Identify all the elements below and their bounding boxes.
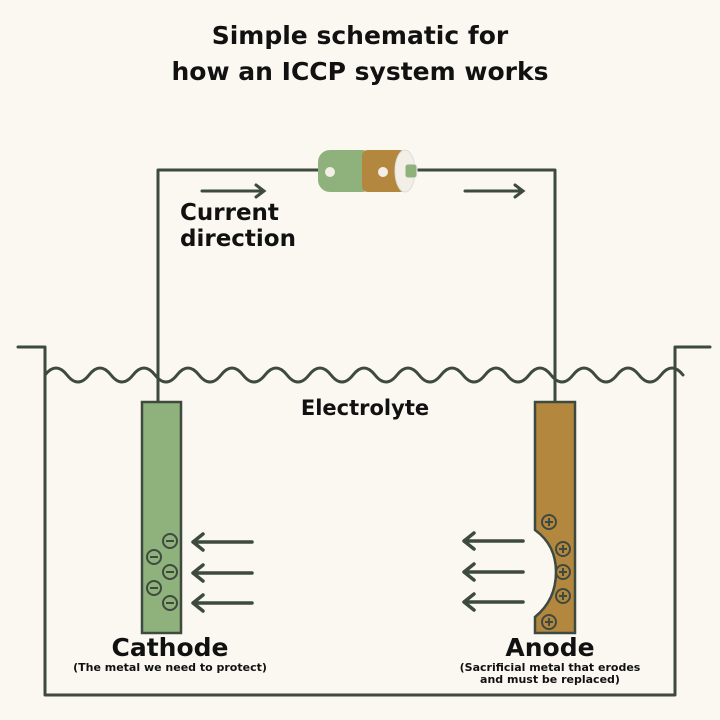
ion-arrow-icon [191, 593, 254, 613]
cathode-title: Cathode [111, 633, 229, 662]
positive-charge-icon [541, 514, 557, 530]
negative-charge-icon [146, 549, 162, 565]
current-label-line-1: Current [180, 200, 279, 226]
electrolyte-surface [43, 366, 685, 384]
anode-label: Anode (Sacrificial metal that erodes and… [430, 634, 670, 686]
negative-charge-icon [162, 595, 178, 611]
ion-arrow-icon [462, 592, 525, 612]
ion-arrow-icon [191, 532, 254, 552]
wire-left [156, 168, 324, 404]
tank [16, 345, 712, 697]
current-label-line-2: direction [180, 226, 296, 252]
title-line-1: Simple schematic for [211, 21, 509, 50]
cathode-plate [140, 400, 183, 635]
anode-note-line-2: and must be replaced) [480, 673, 620, 686]
title-line-2: how an ICCP system works [171, 57, 549, 86]
negative-charge-icon [146, 580, 162, 596]
current-arrow-left [200, 183, 267, 199]
cathode-label: Cathode (The metal we need to protect) [60, 634, 280, 674]
anode-note-line-1: (Sacrificial metal that erodes [459, 661, 641, 674]
negative-charge-icon [162, 533, 178, 549]
electrolyte-label: Electrolyte [300, 396, 430, 420]
positive-charge-icon [555, 564, 571, 580]
current-arrow-right [463, 183, 526, 199]
positive-charge-icon [555, 541, 571, 557]
ion-arrow-icon [191, 563, 254, 583]
current-direction-label: Current direction [180, 200, 296, 252]
wire-right [414, 168, 557, 404]
battery-icon [318, 149, 418, 193]
anode-title: Anode [505, 633, 595, 662]
cathode-note: (The metal we need to protect) [73, 661, 267, 674]
ion-arrow-icon [462, 531, 525, 551]
positive-charge-icon [555, 588, 571, 604]
ion-arrow-icon [462, 562, 525, 582]
negative-charge-icon [162, 564, 178, 580]
positive-charge-icon [541, 614, 557, 630]
diagram-title: Simple schematic for how an ICCP system … [0, 18, 720, 90]
